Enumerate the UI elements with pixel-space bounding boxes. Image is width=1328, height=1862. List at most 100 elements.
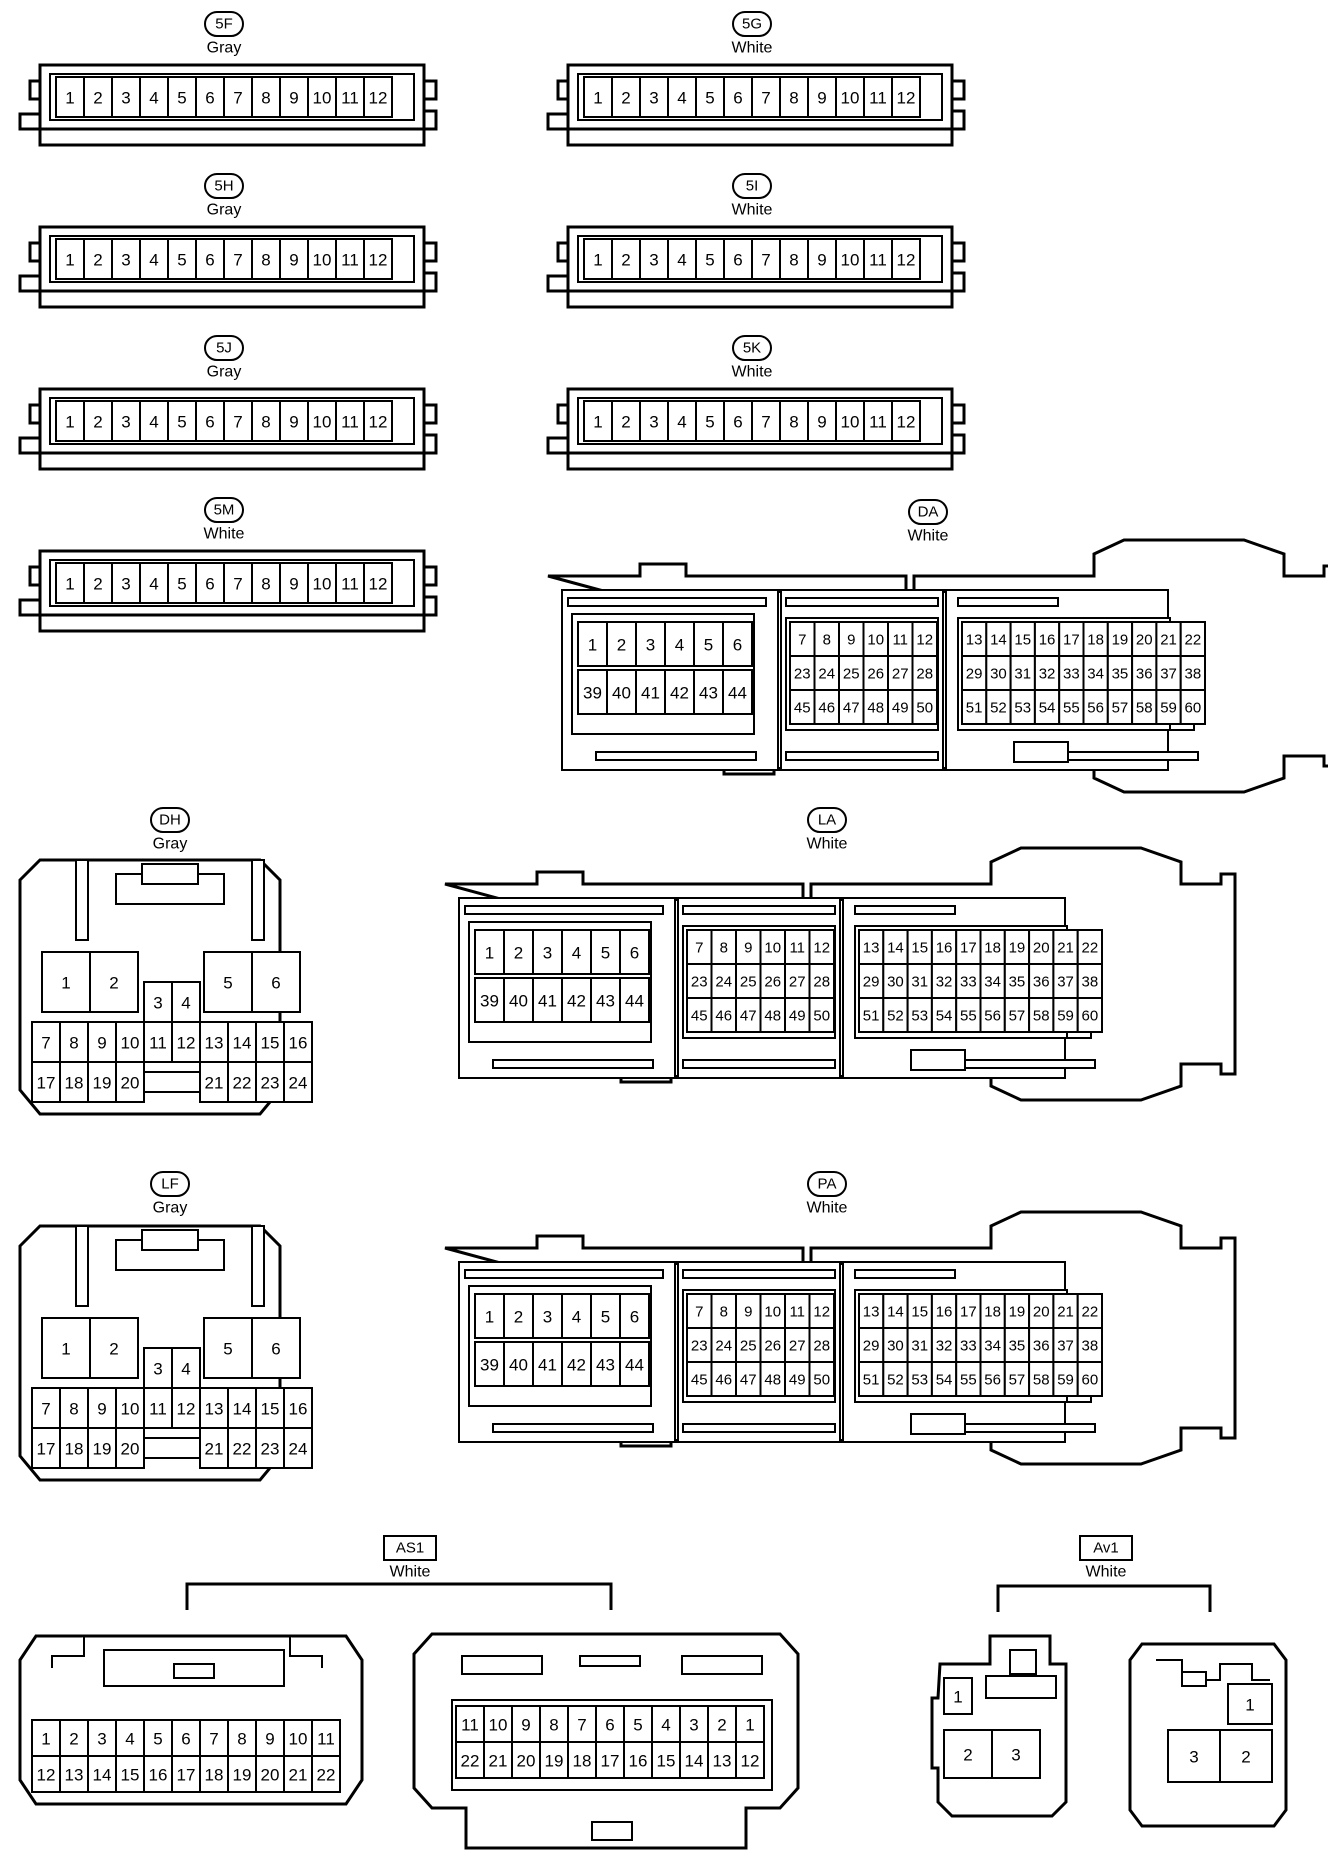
pin-box <box>1179 689 1206 725</box>
pin-cell: 3 <box>639 76 669 118</box>
pin-cell: 18 <box>59 1061 89 1103</box>
pin-box <box>363 76 393 118</box>
pin-cell: 52 <box>985 689 1012 725</box>
pin-box <box>1131 689 1158 725</box>
label-pill <box>150 807 190 833</box>
pin-box <box>611 238 641 280</box>
pin-cell: 2 <box>611 400 641 442</box>
pin-box <box>595 1705 625 1743</box>
label-pill <box>204 497 244 523</box>
pin-label: 9 <box>744 1304 752 1321</box>
pin-box <box>906 1327 933 1363</box>
pin-cell: 25 <box>838 655 865 691</box>
pin-label: 52 <box>887 1008 904 1025</box>
connector-id: 5G <box>742 16 762 33</box>
pin-box <box>139 562 169 604</box>
pin-label: 7 <box>761 413 770 432</box>
pin-label: 7 <box>209 1730 218 1749</box>
pin-cell: 39 <box>577 669 608 715</box>
pin-box <box>171 1347 201 1389</box>
pin-cell: 10 <box>835 238 865 280</box>
rail <box>75 859 89 941</box>
pin-cell: 2 <box>503 929 534 975</box>
pin-box <box>83 238 113 280</box>
pin-cell: 55 <box>955 1361 982 1397</box>
pin-label: 1 <box>588 636 597 655</box>
pin-cell: 1 <box>1227 1683 1273 1725</box>
pair-bracket <box>996 1584 1212 1612</box>
pin-box <box>41 1317 91 1379</box>
pin-label: 6 <box>271 974 280 993</box>
pin-label: 10 <box>841 413 860 432</box>
pin-label: 5 <box>223 974 232 993</box>
pin-label: 9 <box>817 251 826 270</box>
pin-cell: 30 <box>882 1327 909 1363</box>
pin-cell: 11 <box>455 1705 485 1743</box>
pin-box <box>882 1327 909 1363</box>
pin-cell: 14 <box>227 1021 257 1063</box>
pin-box <box>83 562 113 604</box>
pin-label: 20 <box>1136 632 1153 649</box>
pin-label: 32 <box>1039 666 1056 683</box>
pin-label: 11 <box>317 1730 335 1749</box>
pin-box <box>623 1741 653 1779</box>
pin-box <box>87 1427 117 1469</box>
pin-cell: 36 <box>1028 1327 1055 1363</box>
pin-label: 4 <box>661 1716 670 1735</box>
pin-label: 35 <box>1009 1338 1026 1355</box>
pin-label: 8 <box>720 1304 728 1321</box>
pin-label: 7 <box>233 89 242 108</box>
pin-label: 11 <box>869 413 887 432</box>
pin-label: 41 <box>538 1356 557 1375</box>
latch-rail <box>492 1059 654 1069</box>
pin-box <box>111 400 141 442</box>
pin-label: 44 <box>728 684 747 703</box>
pin-label: 42 <box>567 1356 586 1375</box>
pin-cell: 7 <box>686 1293 713 1329</box>
pin-cell: 10 <box>483 1705 513 1743</box>
latch <box>985 1675 1057 1699</box>
pin-cell: 11 <box>784 929 811 965</box>
pin-cell: 36 <box>1131 655 1158 691</box>
label-pill <box>204 335 244 361</box>
pin-label: 9 <box>817 89 826 108</box>
divider <box>674 899 679 1077</box>
pin-label: 3 <box>121 89 130 108</box>
pin-label: 15 <box>911 1304 928 1321</box>
pin-cell: 12 <box>363 562 393 604</box>
pin-box <box>1155 621 1182 657</box>
pin-label: 19 <box>1009 1304 1026 1321</box>
pin-box <box>539 1705 569 1743</box>
pin-label: 15 <box>121 1766 140 1785</box>
pin-box <box>87 1387 117 1429</box>
pin-cell: 2 <box>707 1705 737 1743</box>
label-pill <box>204 11 244 37</box>
pin-cell: 47 <box>735 997 762 1033</box>
pin-cell: 20 <box>511 1741 541 1779</box>
pin-label: 8 <box>720 940 728 957</box>
pin-label: 10 <box>489 1716 508 1735</box>
pin-box <box>1219 1729 1273 1783</box>
pin-label: 11 <box>149 1034 167 1053</box>
pin-label: 14 <box>990 632 1007 649</box>
pin-cell: 49 <box>784 1361 811 1397</box>
label-box <box>383 1535 437 1561</box>
pin-label: 49 <box>892 700 909 717</box>
pin-label: 45 <box>691 1372 708 1389</box>
pin-label: 10 <box>121 1034 140 1053</box>
pin-cell: 58 <box>1028 997 1055 1033</box>
pin-cell: 5 <box>590 929 621 975</box>
pin-label: 29 <box>863 1338 880 1355</box>
pin-label: 3 <box>649 89 658 108</box>
pin-label: 3 <box>153 1360 162 1379</box>
pin-label: 10 <box>289 1730 308 1749</box>
pin-label: 7 <box>41 1400 50 1419</box>
pin-cell: 43 <box>590 977 621 1023</box>
pin-label: 14 <box>685 1752 704 1771</box>
pin-box <box>41 951 91 1013</box>
pin-label: 5 <box>177 251 186 270</box>
pin-cell: 4 <box>115 1719 145 1757</box>
pin-box <box>930 1327 958 1363</box>
pin-label: 4 <box>149 413 158 432</box>
